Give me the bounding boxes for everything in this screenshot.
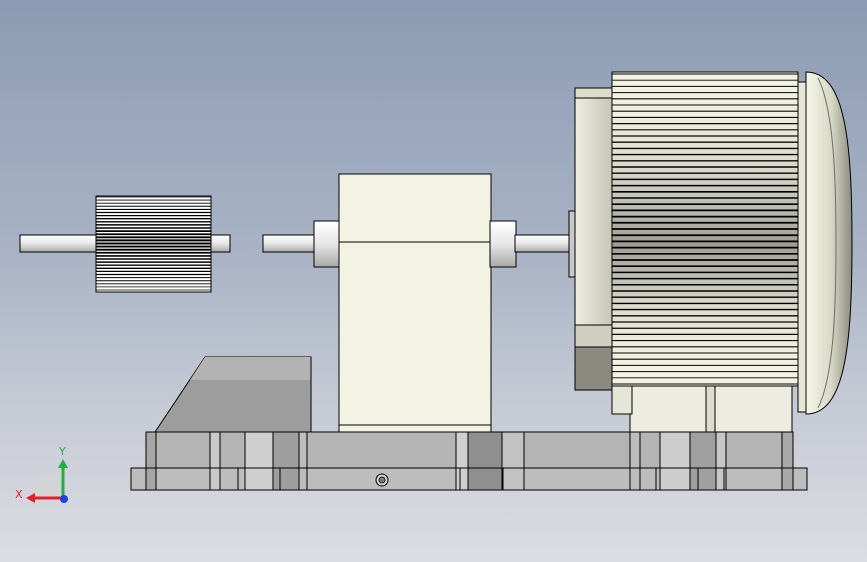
- housing-lower: [338, 241, 492, 433]
- triad-z-axis: [60, 495, 68, 503]
- triad-x-label: X: [15, 488, 23, 501]
- base-bolt-hole: [375, 473, 389, 487]
- output-collar: [489, 220, 517, 268]
- coordinate-triad: Y X: [15, 445, 68, 503]
- input-collar: [313, 220, 341, 268]
- motor-fan-cover: [805, 71, 853, 415]
- output-shaft: [514, 234, 574, 253]
- motor-finned-body: [611, 71, 799, 387]
- electric-motor[interactable]: [568, 71, 853, 433]
- rotor-core: [95, 195, 212, 293]
- support-bracket[interactable]: [154, 356, 312, 433]
- base-frame[interactable]: [130, 431, 808, 491]
- motor-feet: [611, 366, 793, 433]
- rotor-assembly[interactable]: [19, 195, 231, 293]
- triad-y-arrow: [58, 459, 68, 468]
- triad-y-label: Y: [58, 445, 66, 458]
- triad-x-arrow: [26, 493, 35, 503]
- input-shaft: [262, 234, 316, 253]
- triad-plane: [30, 470, 62, 500]
- base-plate-seams: [237, 468, 725, 490]
- base-ribs: [145, 431, 794, 491]
- bearing-housing[interactable]: [262, 173, 574, 433]
- housing-upper: [338, 173, 492, 243]
